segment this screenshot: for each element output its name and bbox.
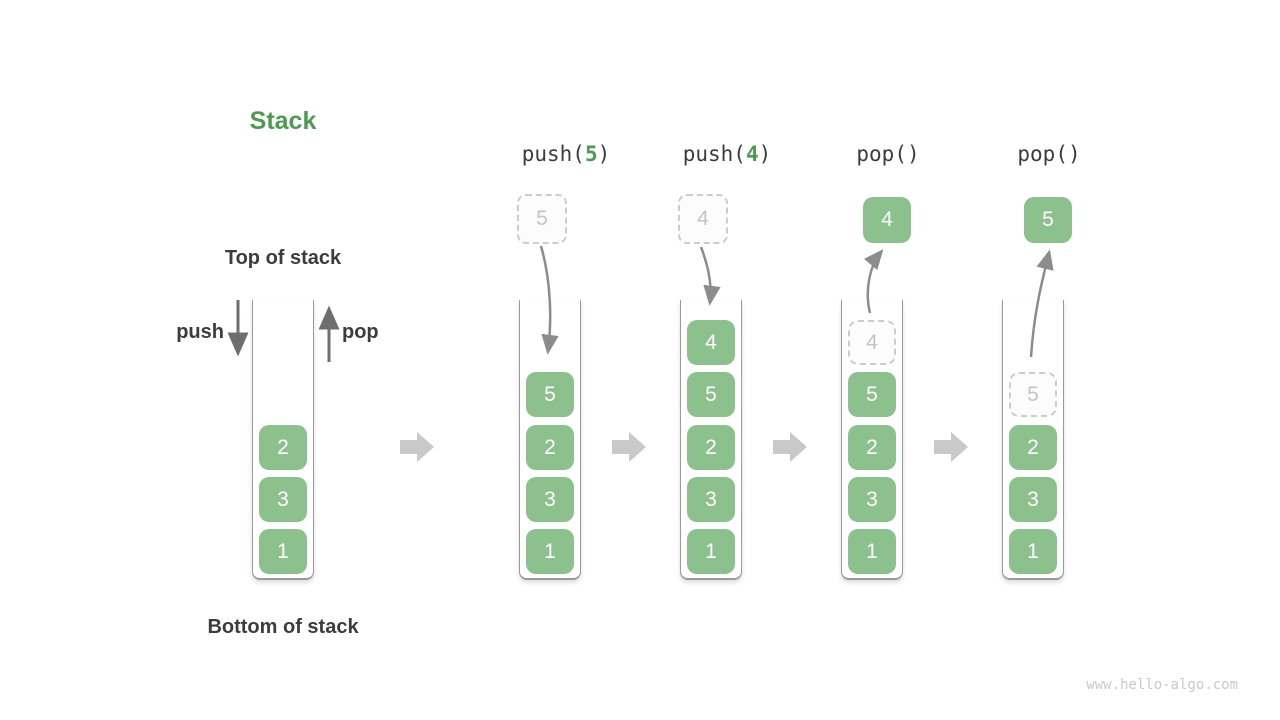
operation-arg: 5	[584, 142, 598, 166]
stack-cell: 3	[687, 477, 735, 522]
stack-cell: 5	[526, 372, 574, 417]
floating-value-box-after-push-5: 5	[517, 194, 567, 244]
bottom-of-stack-label: Bottom of stack	[207, 616, 359, 638]
operation-label-after-pop-4: pop()	[856, 142, 919, 166]
stack-cell: 3	[259, 477, 307, 522]
stack-cell: 3	[848, 477, 896, 522]
stack-cell-ghost: 5	[1009, 372, 1057, 417]
transition-arrow-4-icon	[934, 432, 968, 462]
operation-text: push(	[521, 142, 585, 166]
stack-cell: 2	[1009, 425, 1057, 470]
stack-cell: 3	[526, 477, 574, 522]
operation-text: )	[597, 142, 611, 166]
stack-cell: 3	[1009, 477, 1057, 522]
transition-arrow-1-icon	[400, 432, 434, 462]
operation-text: pop()	[1017, 142, 1081, 166]
stack-cell: 5	[687, 372, 735, 417]
stack-cell: 1	[1009, 529, 1057, 574]
stack-cell: 4	[687, 320, 735, 365]
stack-cell: 1	[259, 529, 307, 574]
stack-cell: 2	[848, 425, 896, 470]
operation-label-after-pop-5: pop()	[1017, 142, 1080, 166]
top-of-stack-label: Top of stack	[224, 247, 342, 269]
operation-text: pop()	[856, 142, 920, 166]
operation-label-after-push-5: push(5)	[522, 142, 611, 166]
floating-value-box-after-push-4: 4	[678, 194, 728, 244]
operation-text: push(	[682, 142, 746, 166]
floating-value-box-after-pop-5: 5	[1024, 197, 1072, 243]
stack-cell-ghost: 4	[848, 320, 896, 365]
pop-label: pop	[342, 321, 379, 343]
transition-arrow-3-icon	[773, 432, 807, 462]
stack-cell: 2	[687, 425, 735, 470]
transition-arrow-2-icon	[612, 432, 646, 462]
diagram-title: Stack	[249, 107, 317, 135]
operation-arg: 4	[745, 142, 759, 166]
push4-flow-arrow-icon	[699, 246, 721, 306]
operation-label-after-push-4: push(4)	[683, 142, 772, 166]
stack-cell: 5	[848, 372, 896, 417]
operation-text: )	[758, 142, 772, 166]
stack-cell: 1	[687, 529, 735, 574]
stack-cell: 2	[259, 425, 307, 470]
watermark: www.hello-algo.com	[1086, 677, 1238, 693]
stack-cell: 1	[848, 529, 896, 574]
stack-cell: 1	[526, 529, 574, 574]
floating-value-box-after-pop-4: 4	[863, 197, 911, 243]
stack-cell: 2	[526, 425, 574, 470]
push-label: push	[176, 321, 224, 343]
